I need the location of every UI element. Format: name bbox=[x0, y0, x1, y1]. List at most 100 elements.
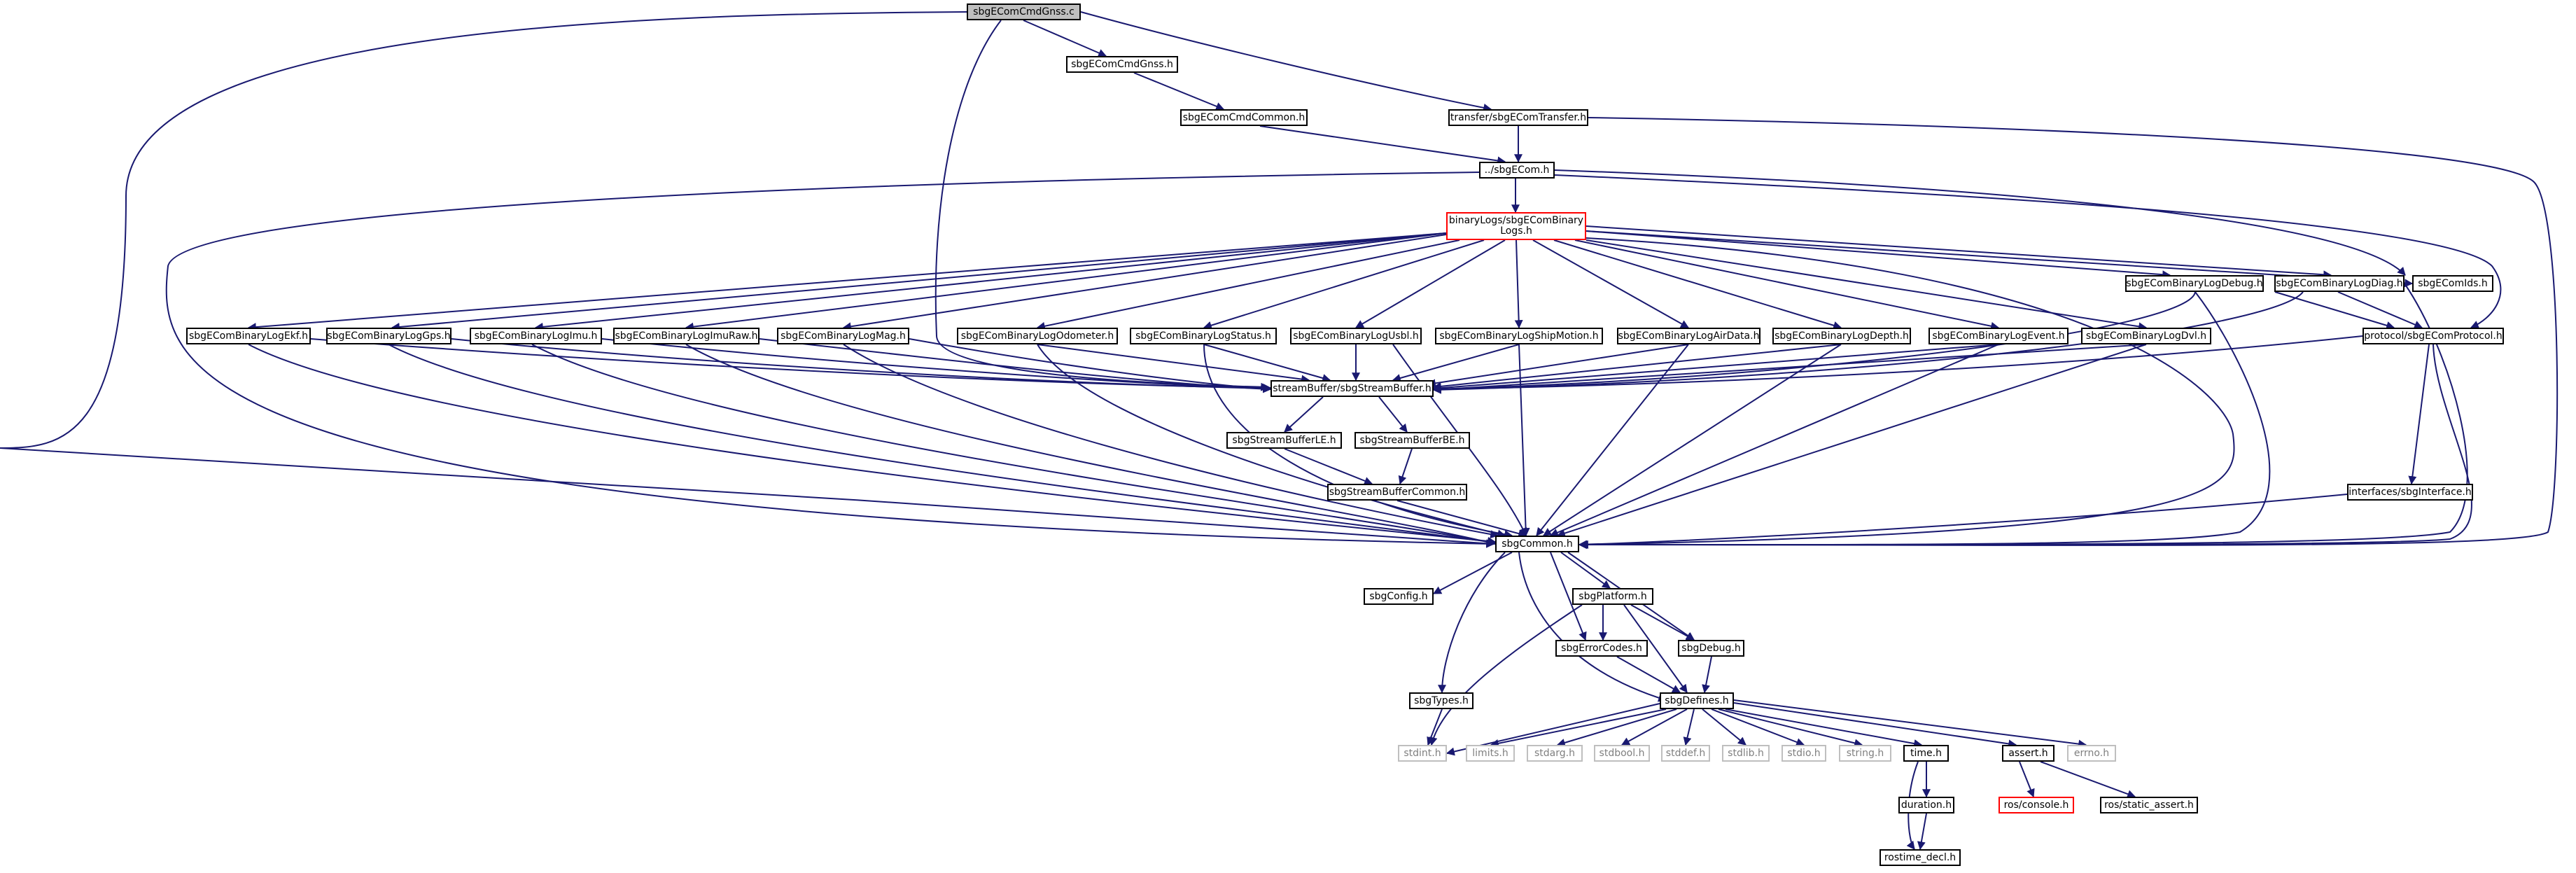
dependency-edge bbox=[1579, 237, 2235, 549]
dependency-edge bbox=[1036, 239, 1460, 330]
dependency-edge bbox=[1432, 344, 1999, 393]
node-sbgdebug-h[interactable]: sbgDebug.h bbox=[1678, 640, 1744, 657]
dependency-edge bbox=[1490, 708, 1667, 748]
node-errno-h[interactable]: errno.h bbox=[2067, 745, 2116, 762]
dependency-edge bbox=[1429, 604, 1583, 746]
node-rostime-decl-h[interactable]: rostime_decl.h bbox=[1879, 849, 1961, 866]
dependency-edge bbox=[1432, 335, 2363, 393]
dependency-edge bbox=[1427, 708, 1443, 746]
node-sbgecomcmdgnss-h[interactable]: sbgEComCmdGnss.h bbox=[1066, 56, 1178, 73]
node-sbgecombinarylogdepth-h[interactable]: sbgEComBinaryLogDepth.h bbox=[1772, 328, 1911, 344]
node-ros-console-h[interactable]: ros/console.h bbox=[1998, 797, 2074, 813]
dependency-edge bbox=[1578, 494, 2348, 549]
dependency-edge bbox=[1630, 604, 1695, 641]
dependency-edge bbox=[934, 20, 1270, 391]
node-sbgecom-h[interactable]: ../sbgECom.h bbox=[1479, 162, 1555, 179]
node-sbgecombinarylogekf-h[interactable]: sbgEComBinaryLogEkf.h bbox=[186, 328, 311, 344]
node-sbgstreambufferbe-h[interactable]: sbgStreamBufferBE.h bbox=[1354, 432, 1470, 449]
dependency-edge bbox=[1203, 344, 1331, 382]
dependency-edge bbox=[0, 11, 1494, 544]
dependency-edge bbox=[1284, 448, 1373, 485]
node-stdio-h[interactable]: stdio.h bbox=[1782, 745, 1826, 762]
node-sbgecombinarylogshipmotion-h[interactable]: sbgEComBinaryLogShipMotion.h bbox=[1435, 328, 1603, 344]
node-sbgconfig-h[interactable]: sbgConfig.h bbox=[1364, 588, 1434, 605]
node-protocol-sbgecomprotocol-h[interactable]: protocol/sbgEComProtocol.h bbox=[2362, 328, 2504, 344]
dependency-edge bbox=[1392, 344, 1527, 537]
node-sbgecombinarylogairdata-h[interactable]: sbgEComBinaryLogAirData.h bbox=[1617, 328, 1760, 344]
node-ros-static-assert-h[interactable]: ros/static_assert.h bbox=[2100, 797, 2198, 813]
node-binarylogs-sbgecombinarylogs-h[interactable]: binaryLogs/sbgEComBinary Logs.h bbox=[1446, 212, 1586, 240]
dependency-edge bbox=[1133, 72, 1225, 111]
dependency-edge bbox=[1392, 344, 1520, 382]
dependency-edge bbox=[1536, 344, 1689, 536]
node-sbgplatform-h[interactable]: sbgPlatform.h bbox=[1572, 588, 1653, 605]
dependency-edge bbox=[1586, 225, 2332, 279]
dependency-edge bbox=[247, 232, 1447, 332]
node-sbgtypes-h[interactable]: sbgTypes.h bbox=[1409, 692, 1474, 709]
dependency-edge bbox=[1906, 761, 1919, 850]
dependency-edge bbox=[1542, 344, 1842, 536]
dependency-edge bbox=[2408, 344, 2430, 485]
node-sbgstreambuffercommon-h[interactable]: sbgStreamBufferCommon.h bbox=[1327, 484, 1467, 501]
dependency-edge bbox=[534, 232, 1447, 331]
node-sbgecombinarylogusbl-h[interactable]: sbgEComBinaryLogUsbl.h bbox=[1290, 328, 1422, 344]
node-sbgecombinarylogdebug-h[interactable]: sbgEComBinaryLogDebug.h bbox=[2125, 275, 2264, 292]
dependency-edge bbox=[1550, 552, 1587, 641]
node-transfer-sbgecomtransfer-h[interactable]: transfer/sbgEComTransfer.h bbox=[1448, 109, 1588, 126]
dependency-edge bbox=[391, 232, 1447, 332]
dependency-edge bbox=[1432, 291, 2304, 394]
dependency-edge bbox=[1080, 11, 1492, 112]
dependency-edge bbox=[1560, 552, 1611, 589]
node-assert-h[interactable]: assert.h bbox=[2002, 745, 2054, 762]
node-duration-h[interactable]: duration.h bbox=[1898, 797, 1954, 813]
node-stddef-h[interactable]: stddef.h bbox=[1661, 745, 1710, 762]
dependency-edge bbox=[2040, 761, 2136, 798]
dependency-edge bbox=[1578, 344, 2472, 550]
node-sbgstreambufferle-h[interactable]: sbgStreamBufferLE.h bbox=[1226, 432, 1342, 449]
node-sbgecomcmdgnss-c[interactable]: sbgEComCmdGnss.c bbox=[967, 4, 1081, 20]
dependency-edge bbox=[2274, 291, 2395, 330]
dependency-edge bbox=[1623, 604, 1688, 693]
node-time-h[interactable]: time.h bbox=[1903, 745, 1949, 762]
dependency-edge bbox=[248, 344, 1497, 545]
node-stdint-h[interactable]: stdint.h bbox=[1398, 745, 1447, 762]
dependency-edge bbox=[1702, 708, 1746, 746]
node-sbgecombinarylogimuraw-h[interactable]: sbgEComBinaryLogImuRaw.h bbox=[613, 328, 760, 344]
dependency-edges bbox=[0, 11, 2558, 851]
node-sbgerrorcodes-h[interactable]: sbgErrorCodes.h bbox=[1555, 640, 1648, 657]
node-stdarg-h[interactable]: stdarg.h bbox=[1527, 745, 1583, 762]
node-string-h[interactable]: string.h bbox=[1839, 745, 1891, 762]
node-sbgecombinarylogimu-h[interactable]: sbgEComBinaryLogImu.h bbox=[470, 328, 602, 344]
node-sbgecombinarylogdiag-h[interactable]: sbgEComBinaryLogDiag.h bbox=[2274, 275, 2404, 292]
node-sbgecombinarylogdvl-h[interactable]: sbgEComBinaryLogDvl.h bbox=[2081, 328, 2211, 344]
node-sbgecombinarylogstatus-h[interactable]: sbgEComBinaryLogStatus.h bbox=[1130, 328, 1277, 344]
dependency-edge bbox=[1556, 708, 1677, 747]
dependency-edge bbox=[1586, 239, 2148, 331]
node-interfaces-sbginterface-h[interactable]: interfaces/sbgInterface.h bbox=[2347, 484, 2473, 501]
node-stdbool-h[interactable]: stdbool.h bbox=[1594, 745, 1650, 762]
node-limits-h[interactable]: limits.h bbox=[1466, 745, 1515, 762]
dependency-edge bbox=[531, 344, 1497, 546]
dependency-edge bbox=[1554, 174, 2502, 329]
node-sbgecombinarylogmag-h[interactable]: sbgEComBinaryLogMag.h bbox=[777, 328, 909, 344]
dependency-edge bbox=[2337, 291, 2423, 329]
node-stdlib-h[interactable]: stdlib.h bbox=[1722, 745, 1770, 762]
node-sbgecombinaryloggps-h[interactable]: sbgEComBinaryLogGps.h bbox=[326, 328, 451, 344]
node-streambuffer-sbgstreambuffer-h[interactable]: streamBuffer/sbgStreamBuffer.h bbox=[1270, 380, 1434, 397]
node-sbgecombinarylogodometer-h[interactable]: sbgEComBinaryLogOdometer.h bbox=[957, 328, 1118, 344]
dependency-edge bbox=[451, 338, 1272, 393]
node-sbgecomids-h[interactable]: sbgEComIds.h bbox=[2412, 275, 2493, 292]
node-sbgdefines-h[interactable]: sbgDefines.h bbox=[1660, 692, 1734, 709]
dependency-edge bbox=[1398, 448, 1413, 485]
dependency-edge bbox=[1554, 169, 2406, 276]
dependency-edge bbox=[1733, 702, 2017, 748]
binarylogs-label-line-1: binaryLogs/sbgEComBinary bbox=[1448, 215, 1584, 226]
dependency-edge bbox=[1556, 344, 2147, 538]
node-sbgecomcmdcommon-h[interactable]: sbgEComCmdCommon.h bbox=[1180, 109, 1308, 126]
dependency-edge bbox=[1432, 552, 1513, 594]
dependency-edge bbox=[1427, 344, 1689, 388]
dependency-edge bbox=[685, 344, 1497, 547]
node-sbgecombinarylogevent-h[interactable]: sbgEComBinaryLogEvent.h bbox=[1928, 328, 2068, 344]
dependency-edge bbox=[601, 338, 1272, 393]
node-sbgcommon-h[interactable]: sbgCommon.h bbox=[1495, 536, 1579, 552]
